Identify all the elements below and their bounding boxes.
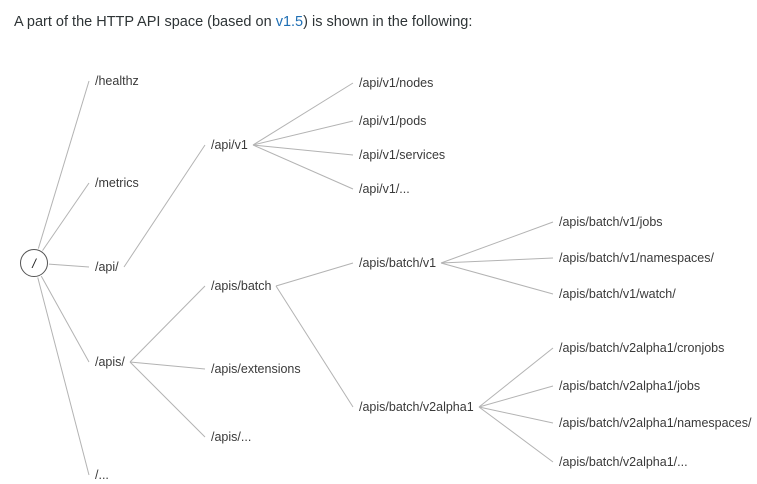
tree-edge-apis-to-apisext (129, 361, 206, 370)
tree-node-batchv1jobs[interactable]: /apis/batch/v1/jobs (559, 215, 663, 229)
tree-node-api[interactable]: /api/ (95, 260, 119, 274)
tree-edge-root-to-api (48, 263, 90, 268)
tree-node-apisbatch[interactable]: /apis/batch (211, 279, 272, 293)
tree-node-v2a1dots[interactable]: /apis/batch/v2alpha1/... (559, 455, 688, 469)
tree-node-healthz[interactable]: /healthz (95, 74, 139, 88)
tree-node-batchv2a1[interactable]: /apis/batch/v2alpha1 (359, 400, 474, 414)
tree-node-v2a1ns[interactable]: /apis/batch/v2alpha1/namespaces/ (559, 416, 752, 430)
tree-node-apisdots[interactable]: /apis/... (211, 430, 252, 444)
tree-edge-batchv2a1-to-v2a1dots (478, 406, 554, 463)
tree-node-apiv1dots[interactable]: /api/v1/... (359, 182, 410, 196)
tree-node-batchv1ns[interactable]: /apis/batch/v1/namespaces/ (559, 251, 714, 265)
tree-node-v2a1cronjobs[interactable]: /apis/batch/v2alpha1/cronjobs (559, 341, 725, 355)
tree-edge-apisbatch-to-batchv1 (275, 262, 354, 287)
tree-node-root[interactable]: / (20, 249, 48, 277)
tree-edge-apis-to-apisdots (129, 361, 206, 438)
version-link[interactable]: v1.5 (275, 14, 304, 30)
tree-node-batchv1[interactable]: /apis/batch/v1 (359, 256, 437, 270)
tree-edge-batchv1-to-batchv1watch (440, 262, 554, 295)
tree-edge-apis-to-apisbatch (129, 285, 206, 363)
tree-edge-apiv1-to-apiv1nodes (252, 82, 354, 146)
tree-node-apiv1services[interactable]: /api/v1/services (359, 148, 446, 162)
tree-edge-batchv2a1-to-v2a1jobs (478, 385, 554, 408)
tree-node-v2a1jobs[interactable]: /apis/batch/v2alpha1/jobs (559, 379, 701, 393)
tree-node-metrics[interactable]: /metrics (95, 176, 139, 190)
tree-node-apiv1[interactable]: /api/v1 (211, 138, 248, 152)
tree-node-apis[interactable]: /apis/ (95, 355, 125, 369)
intro-text-before: A part of the HTTP API space (based on (14, 14, 276, 30)
tree-node-apisext[interactable]: /apis/extensions (211, 362, 301, 376)
tree-node-batchv1watch[interactable]: /apis/batch/v1/watch/ (559, 287, 676, 301)
tree-edge-batchv1-to-batchv1ns (440, 257, 554, 264)
tree-edge-root-to-healthz (37, 80, 90, 249)
tree-edge-api-to-apiv1 (123, 144, 206, 268)
tree-edge-batchv2a1-to-v2a1ns (478, 406, 554, 424)
intro-sentence: A part of the HTTP API space (based on v… (14, 12, 472, 32)
tree-edge-root-to-apis (40, 275, 90, 363)
tree-edge-root-to-metrics (42, 182, 90, 251)
tree-node-root-label: / (32, 255, 36, 271)
tree-edge-apiv1-to-apiv1dots (252, 144, 354, 190)
tree-edge-root-to-rootdots (37, 277, 90, 476)
tree-edge-apisbatch-to-batchv2a1 (275, 285, 354, 408)
tree-node-apiv1nodes[interactable]: /api/v1/nodes (359, 76, 434, 90)
intro-text-after: ) is shown in the following: (303, 14, 473, 30)
tree-edge-apiv1-to-apiv1pods (252, 120, 354, 146)
tree-node-rootdots[interactable]: /... (95, 468, 109, 482)
tree-edge-batchv1-to-batchv1jobs (440, 221, 554, 264)
tree-edge-apiv1-to-apiv1services (252, 144, 354, 156)
tree-edge-batchv2a1-to-v2a1cronjobs (478, 347, 554, 408)
tree-node-apiv1pods[interactable]: /api/v1/pods (359, 114, 427, 128)
